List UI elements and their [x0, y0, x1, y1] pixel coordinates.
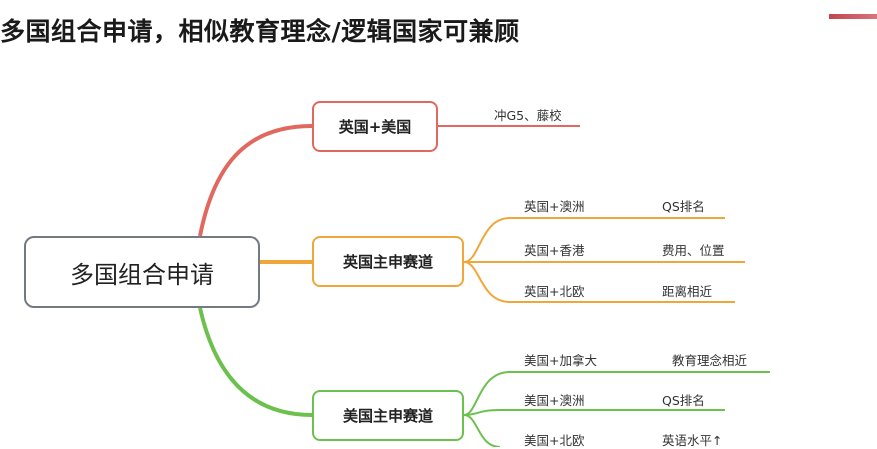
- root-node: 多国组合申请: [24, 236, 260, 308]
- leaf-us-ca: 美国+加拿大: [524, 353, 597, 368]
- leaf-uk-us-1: 冲G5、藤校: [494, 108, 562, 123]
- connector-root-branch-3: [198, 307, 313, 417]
- connector-root-branch-1: [198, 124, 313, 237]
- slide-title: 多国组合申请，相似教育理念/逻辑国家可兼顾: [0, 17, 520, 46]
- leaf-us-ca-note: 教育理念相近: [672, 353, 748, 368]
- branch-node-uk-us: 英国+美国: [312, 101, 438, 152]
- leaf-uk-nordic-note: 距离相近: [662, 284, 713, 299]
- connector-b2-leaf-3: [463, 261, 735, 303]
- branch-node-uk-main: 英国主申赛道: [312, 236, 464, 287]
- leaf-us-nordic: 美国+北欧: [524, 433, 585, 448]
- leaf-uk-au: 英国+澳洲: [524, 199, 585, 214]
- leaf-us-nordic-note: 英语水平↑: [662, 433, 723, 448]
- connector-b3-leaf-3: [463, 414, 501, 447]
- leaf-uk-hk-note: 费用、位置: [662, 243, 725, 258]
- leaf-uk-nordic: 英国+北欧: [524, 284, 585, 299]
- leaf-uk-au-note: QS排名: [662, 199, 705, 214]
- connector-b2-leaf-1: [463, 217, 725, 263]
- connector-b3-leaf-2: [463, 409, 725, 416]
- connector-b3-leaf-1: [463, 371, 770, 416]
- leaf-us-au: 美国+澳洲: [524, 393, 585, 408]
- leaf-uk-hk: 英国+香港: [524, 243, 585, 258]
- leaf-us-au-note: QS排名: [662, 393, 705, 408]
- branch-node-us-main: 美国主申赛道: [312, 390, 464, 441]
- accent-bar: [829, 14, 877, 19]
